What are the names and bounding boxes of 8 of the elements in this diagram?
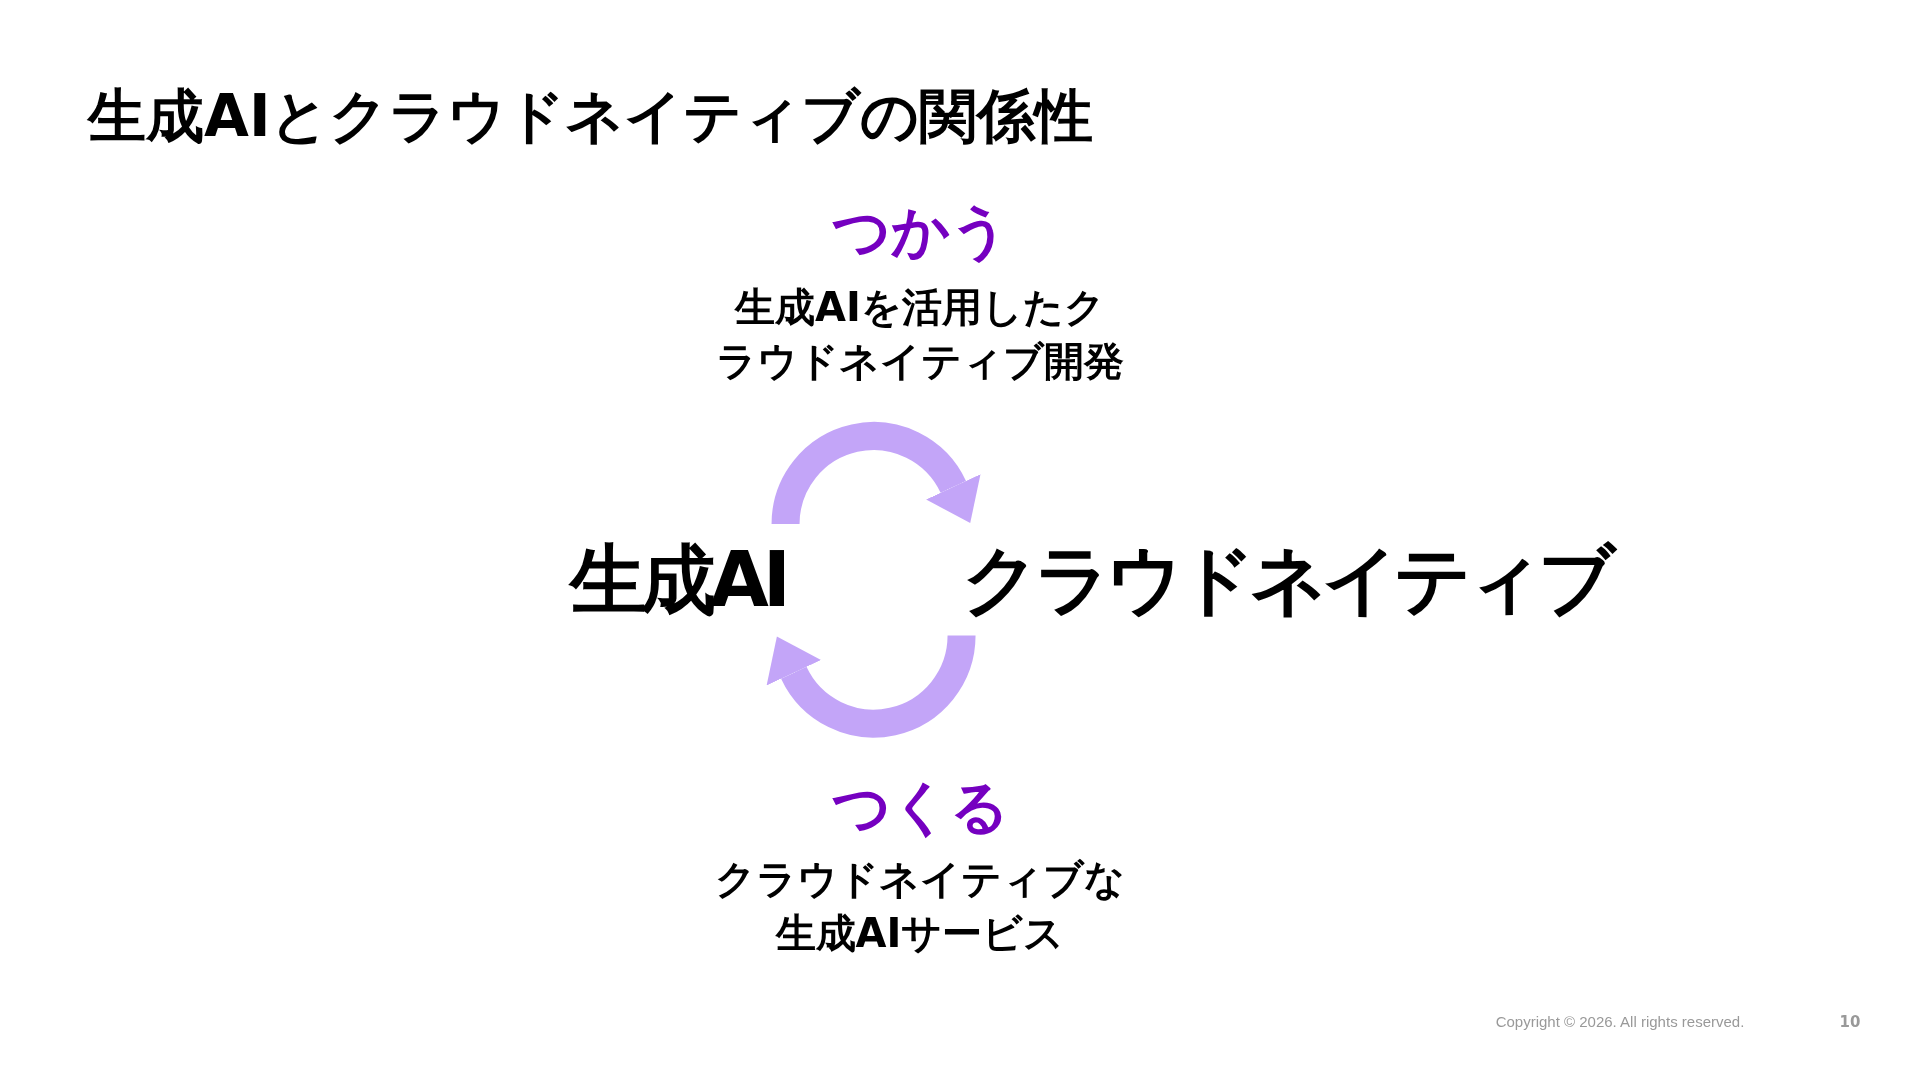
slide-title: 生成AIとクラウドネイティブの関係性 (88, 81, 1094, 152)
description-text: クラウドネイティブな生成AIサービス (714, 855, 1126, 958)
copyright-notice: Copyright © 2026. All rights reserved. (1494, 1012, 1746, 1032)
description-text: 生成AIを活用したクラウドネイティブ開発 (715, 283, 1125, 386)
verb-heading: つかう (830, 196, 1010, 267)
verb-heading: つくる (830, 772, 1010, 843)
page-number: 10 (1838, 1012, 1862, 1033)
concept-label: 生成AI (570, 538, 786, 622)
